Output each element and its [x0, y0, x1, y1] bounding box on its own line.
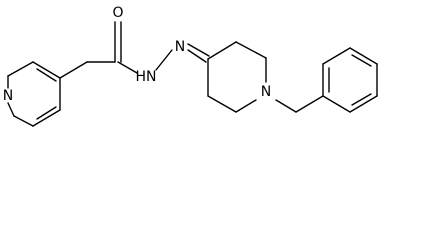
- bond: [349, 95, 378, 113]
- bond: [295, 95, 324, 113]
- bond: [155, 49, 173, 71]
- hydrazone-nitrogen-label: N: [175, 39, 185, 55]
- pyridine-nitrogen-label: N: [3, 88, 13, 104]
- bond: [32, 61, 61, 79]
- benzyl-group: [275, 95, 324, 113]
- benzene-ring: [322, 47, 378, 113]
- piperidine-nitrogen-label: N: [261, 84, 271, 100]
- bond: [235, 99, 257, 113]
- bond: [59, 61, 88, 79]
- bond: [207, 95, 237, 113]
- bond: [207, 41, 237, 60]
- pyridine-ring: [7, 61, 61, 127]
- carbonyl-oxygen-label: O: [112, 5, 123, 21]
- bond: [351, 54, 372, 67]
- bond: [187, 49, 207, 63]
- hydrazone-group: [155, 43, 210, 71]
- bond: [13, 115, 34, 127]
- chemical-structure: N O HN N N: [3, 5, 378, 127]
- bond: [322, 95, 351, 113]
- piperidine-ring: [207, 41, 267, 113]
- bond: [7, 61, 34, 77]
- bond: [7, 102, 15, 117]
- amide-nh-label: HN: [136, 69, 157, 85]
- bond: [36, 68, 57, 82]
- bond: [349, 47, 378, 65]
- bond: [36, 106, 57, 120]
- bond: [275, 99, 297, 113]
- bond: [235, 41, 267, 59]
- bond: [187, 43, 210, 57]
- bond: [322, 47, 351, 65]
- amide-group: [59, 21, 138, 79]
- bond: [32, 109, 61, 127]
- bond: [351, 93, 372, 106]
- bond: [117, 61, 138, 74]
